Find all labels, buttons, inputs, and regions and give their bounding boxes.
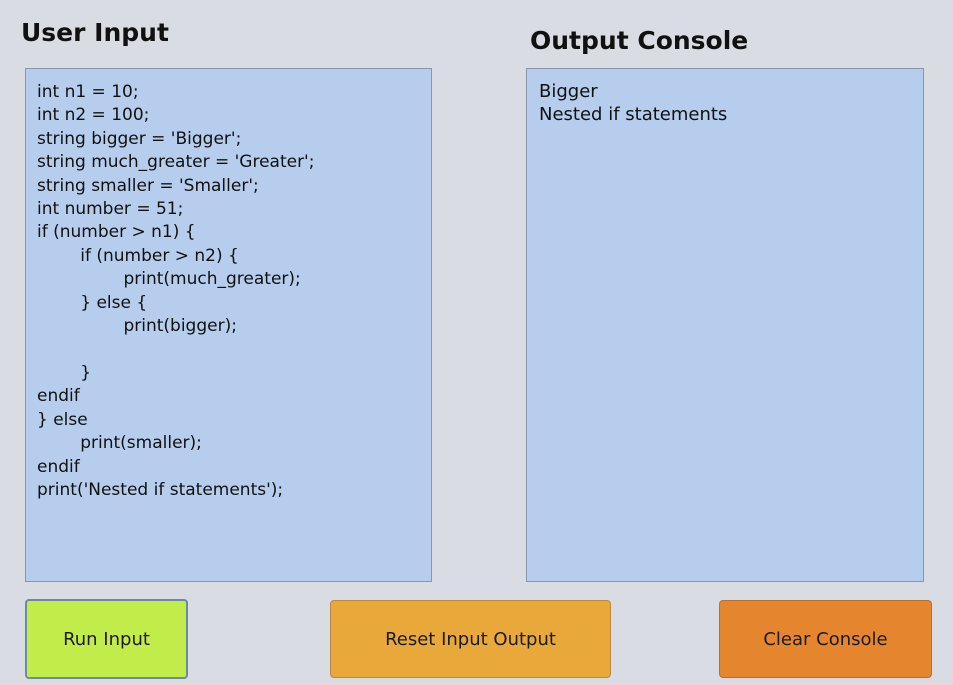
- run-input-button[interactable]: Run Input: [25, 599, 188, 679]
- code-input-textarea[interactable]: int n1 = 10; int n2 = 100; string bigger…: [37, 81, 425, 575]
- user-input-panel: int n1 = 10; int n2 = 100; string bigger…: [25, 68, 432, 582]
- console-output-text: Bigger Nested if statements: [539, 81, 728, 125]
- user-input-title: User Input: [21, 18, 169, 47]
- output-console-title: Output Console: [530, 26, 749, 55]
- clear-console-button[interactable]: Clear Console: [719, 600, 932, 678]
- output-console-panel: Bigger Nested if statements: [526, 68, 924, 582]
- reset-input-output-button[interactable]: Reset Input Output: [330, 600, 611, 678]
